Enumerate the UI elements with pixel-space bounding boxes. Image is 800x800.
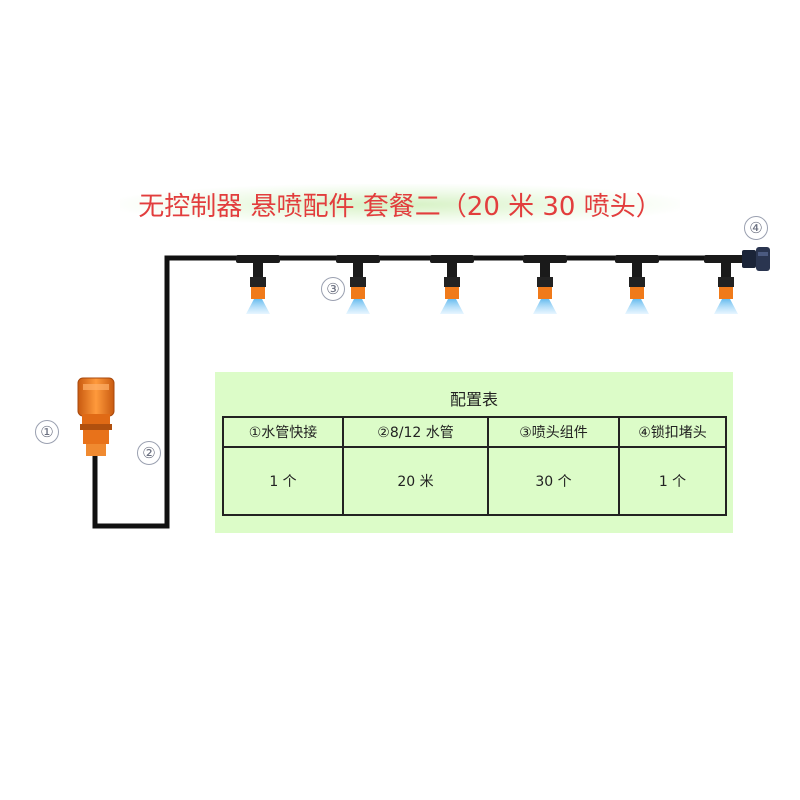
callout-4: ④	[744, 216, 768, 240]
sprinkler-nozzle-icon	[430, 255, 474, 314]
table-value-cell: 20 米	[342, 446, 489, 516]
table-header-row: ①水管快接 ②8/12 水管 ③喷头组件 ④锁扣堵头	[222, 416, 727, 448]
callout-3: ③	[321, 277, 345, 301]
sprinkler-nozzles	[236, 255, 748, 314]
config-table-title: 配置表	[449, 390, 498, 409]
diagram-title-text: 无控制器 悬喷配件 套餐二（20 米 30 喷头）	[120, 184, 680, 225]
sprinkler-nozzle-icon	[236, 255, 280, 314]
table-value-cell: 1 个	[222, 446, 344, 516]
quick-connector-icon	[77, 377, 115, 456]
config-table: ①水管快接 ②8/12 水管 ③喷头组件 ④锁扣堵头 1 个 20 米 30 个…	[222, 416, 727, 516]
sprinkler-nozzle-icon	[336, 255, 380, 314]
config-table-panel: 配置表 ①水管快接 ②8/12 水管 ③喷头组件 ④锁扣堵头 1 个 20 米 …	[215, 372, 733, 533]
table-header-cell: ④锁扣堵头	[618, 416, 727, 448]
end-plug-icon	[742, 247, 770, 271]
sprinkler-nozzle-icon	[523, 255, 567, 314]
table-header-cell: ③喷头组件	[487, 416, 620, 448]
table-header-cell: ①水管快接	[222, 416, 344, 448]
diagram-title: 无控制器 悬喷配件 套餐二（20 米 30 喷头）	[0, 184, 800, 225]
table-row: 1 个 20 米 30 个 1 个	[222, 446, 727, 516]
table-header-cell: ②8/12 水管	[342, 416, 489, 448]
sprinkler-nozzle-icon	[704, 255, 748, 314]
sprinkler-nozzle-icon	[615, 255, 659, 314]
callout-2: ②	[137, 441, 161, 465]
callout-1: ①	[35, 420, 59, 444]
table-value-cell: 30 个	[487, 446, 620, 516]
table-value-cell: 1 个	[618, 446, 727, 516]
